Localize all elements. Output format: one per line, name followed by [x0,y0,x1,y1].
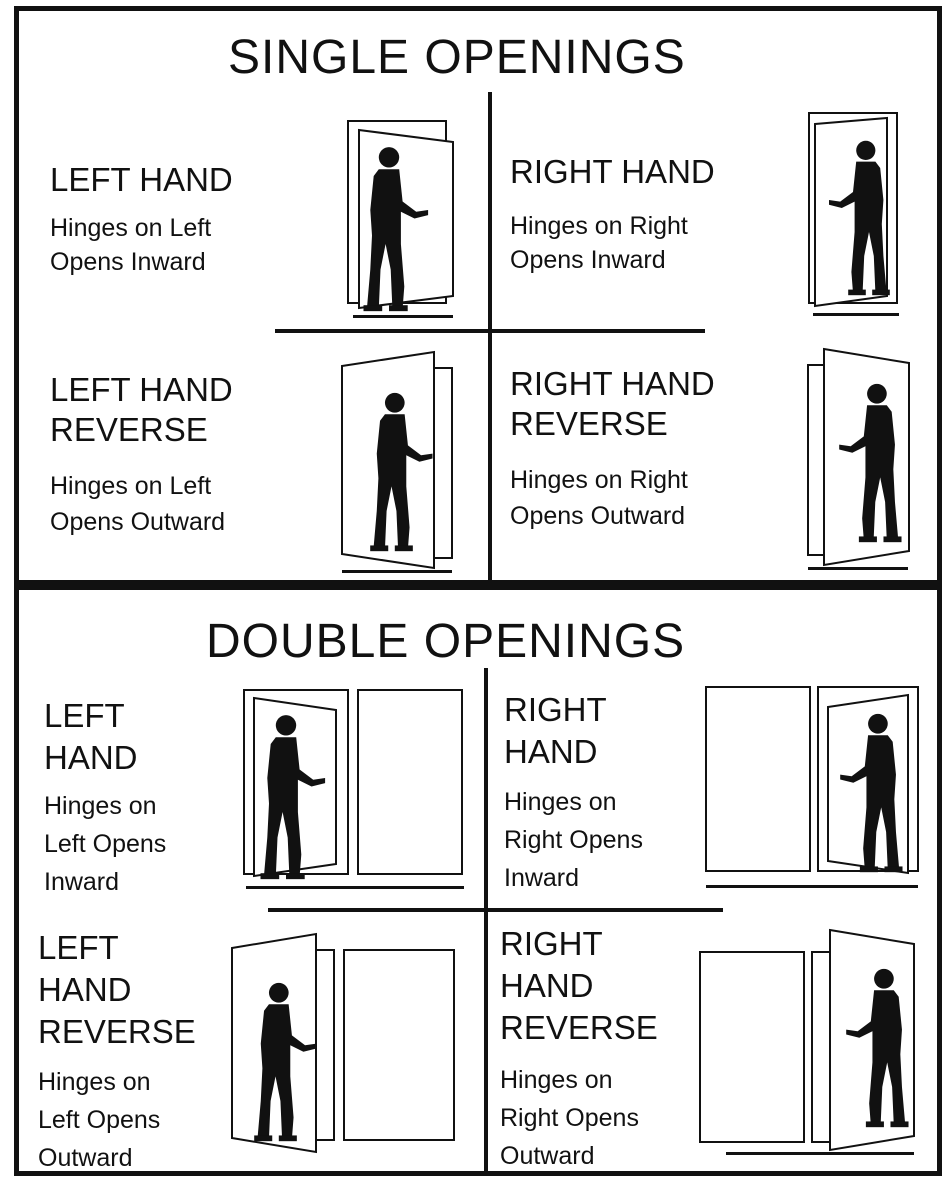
double-lhr-desc-2: Left Opens [38,1104,160,1138]
double-rhr-desc-2: Right Opens [500,1102,639,1136]
single-lhr-door-figure [338,348,458,576]
double-lh-desc-3: Inward [44,866,119,900]
double-openings-title: DOUBLE OPENINGS [206,614,685,669]
single-rhr-title-1: RIGHT HAND [510,364,715,404]
double-rh-title-2: HAND [504,732,598,772]
single-right-hand-door-figure [805,110,905,322]
single-lhr-title-1: LEFT HAND [50,370,233,410]
single-rhr-door-figure [805,345,913,575]
single-left-hand-desc-2: Opens Inward [50,246,206,280]
double-lh-title-2: HAND [44,738,138,778]
double-lhr-desc-3: Outward [38,1142,132,1176]
double-lhr-desc-1: Hinges on [38,1066,151,1100]
double-rhr-door-figure [696,926,920,1162]
single-rhr-title-2: REVERSE [510,404,668,444]
single-openings-title: SINGLE OPENINGS [228,30,686,85]
double-rhr-title-3: REVERSE [500,1008,658,1048]
single-lhr-title-2: REVERSE [50,410,208,450]
double-vertical-divider [484,668,488,1176]
double-lhr-title-1: LEFT [38,928,119,968]
double-rhr-title-1: RIGHT [500,924,603,964]
double-lhr-title-2: HAND [38,970,132,1010]
single-rhr-desc-1: Hinges on Right [510,464,688,498]
section-divider [14,580,942,590]
single-right-hand-desc-1: Hinges on Right [510,210,688,244]
double-lh-door-figure [240,686,472,896]
double-rhr-desc-1: Hinges on [500,1064,613,1098]
single-left-hand-title: LEFT HAND [50,160,233,200]
double-rhr-desc-3: Outward [500,1140,594,1174]
single-left-hand-desc-1: Hinges on Left [50,212,211,246]
double-horizontal-divider [268,908,723,912]
single-lhr-desc-2: Opens Outward [50,506,225,540]
single-left-hand-door-figure [345,118,460,328]
single-horizontal-divider [275,329,705,333]
single-right-hand-desc-2: Opens Inward [510,244,666,278]
double-lhr-door-figure [228,930,464,1164]
double-rhr-title-2: HAND [500,966,594,1006]
double-lh-title-1: LEFT [44,696,125,736]
double-lh-desc-1: Hinges on [44,790,157,824]
double-rh-door-figure [702,683,924,895]
single-rhr-desc-2: Opens Outward [510,500,685,534]
double-rh-desc-3: Inward [504,862,579,896]
double-rh-title-1: RIGHT [504,690,607,730]
single-lhr-desc-1: Hinges on Left [50,470,211,504]
double-rh-desc-1: Hinges on [504,786,617,820]
double-rh-desc-2: Right Opens [504,824,643,858]
single-vertical-divider [488,92,492,580]
double-lh-desc-2: Left Opens [44,828,166,862]
double-lhr-title-3: REVERSE [38,1012,196,1052]
single-right-hand-title: RIGHT HAND [510,152,715,192]
